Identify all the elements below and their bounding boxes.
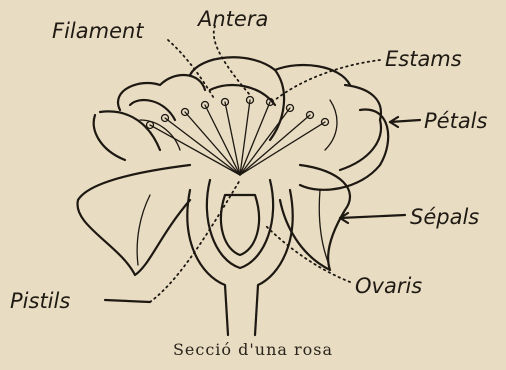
arrow-pistils [105, 300, 150, 302]
label-antera: Antera [196, 7, 268, 31]
stamens-drawing [147, 97, 329, 176]
label-petals: Pétals [424, 109, 488, 133]
label-pistils: Pistils [10, 289, 70, 313]
receptacle-drawing [187, 180, 292, 335]
figure-caption: Secció d'una rosa [0, 340, 506, 359]
leader-filament [168, 40, 215, 100]
label-estams: Estams [385, 47, 462, 71]
arrow-sepals [340, 215, 405, 218]
label-ovaris: Ovaris [355, 274, 422, 298]
sepals-drawing [77, 165, 349, 275]
leader-lines [105, 26, 420, 302]
label-sepals: Sépals [410, 205, 479, 229]
label-filament: Filament [52, 19, 144, 43]
